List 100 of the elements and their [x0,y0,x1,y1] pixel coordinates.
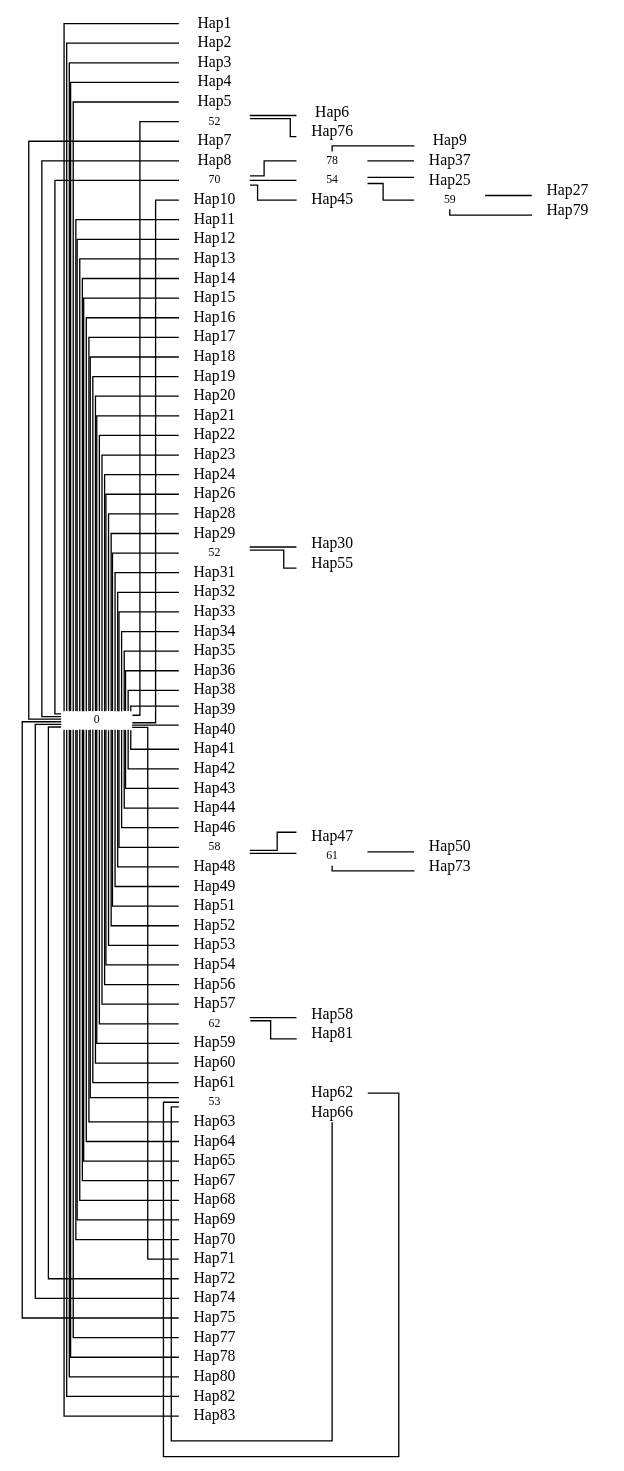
node-text: Hap33 [193,601,235,619]
node-text: Hap79 [546,200,588,218]
node-text: Hap32 [193,582,235,600]
connector [366,160,415,162]
node-text: Hap13 [193,248,235,266]
node-text: Hap66 [310,1102,353,1120]
connector [116,728,180,868]
node-text: Hap52 [193,915,235,933]
connector [330,865,415,872]
node-text: Hap44 [193,798,235,816]
node-text: Hap60 [193,1053,235,1071]
connector [130,724,179,726]
node-text: Hap58 [310,1004,353,1022]
node-text: Hap9 [432,131,467,149]
node-text: Hap35 [193,641,235,659]
connector [170,1106,333,1442]
node-text: Hap26 [193,484,235,502]
node-text: Hap64 [193,1131,235,1149]
connector [162,1092,399,1458]
node-text: Hap29 [193,523,235,541]
connector [366,182,415,201]
node-text: Hap19 [193,366,235,384]
node-text: Hap71 [193,1249,235,1267]
node-text: Hap23 [193,445,235,463]
node-text: 0 [93,713,100,727]
node-text: Hap28 [193,503,235,521]
node-text: Hap65 [193,1151,235,1169]
node-text: Hap8 [196,150,231,168]
connector [248,831,297,851]
node-text: Hap55 [310,553,353,571]
node-text: Hap73 [428,856,471,874]
node-text: Hap62 [310,1083,353,1101]
node-text: Hap5 [196,92,231,110]
node-text: Hap57 [193,994,235,1012]
connector [248,179,297,182]
node-text: Hap72 [193,1268,235,1286]
node-text: Hap30 [310,534,353,551]
node-text: Hap38 [193,680,235,698]
node-text: Hap51 [193,896,235,914]
node-text: Hap54 [193,955,235,973]
connector [249,1020,297,1040]
connector [366,851,415,853]
connector [127,689,179,712]
node-text: Hap39 [193,700,235,718]
node-text: Hap82 [193,1386,235,1404]
node-text: Hap31 [193,562,235,580]
node-text: Hap1 [196,13,231,31]
connector [120,630,179,712]
node-text: Hap69 [193,1209,235,1227]
node-text: Hap45 [310,190,353,208]
node-text: Hap14 [193,268,235,286]
node-text: Hap56 [193,974,235,992]
node-text: 54 [325,173,338,187]
connector [248,549,297,569]
connector [131,726,179,1260]
node-text: 70 [208,173,220,187]
node-text: Hap34 [193,621,235,639]
node-text: Hap59 [193,1033,235,1051]
connector [248,1017,297,1019]
node-text: Hap48 [193,856,235,874]
connector [123,650,179,712]
node-text: 52 [208,114,220,128]
node-text: Hap50 [428,837,471,855]
node-text: Hap75 [193,1308,235,1326]
connector [483,194,532,197]
connector [248,160,297,177]
node-text: Hap83 [193,1406,235,1424]
node-text: Hap22 [193,425,235,443]
node-text: Hap46 [193,817,235,835]
connector [248,546,297,548]
node-text: Hap80 [193,1366,235,1384]
node-text: Hap67 [193,1170,235,1188]
node-text: Hap3 [196,52,231,70]
connector [131,120,180,716]
node-text: Hap27 [546,180,588,198]
node-text: Hap74 [193,1288,235,1306]
node-text: Hap36 [193,660,235,678]
node-text: Hap37 [428,150,471,168]
node-text: 78 [325,153,338,167]
node-text: 52 [208,545,220,559]
connector [117,611,180,712]
node-text: Hap77 [193,1327,235,1345]
node-text: Hap41 [193,739,235,757]
connector [248,114,297,117]
connector [129,705,180,712]
node-text: Hap6 [314,102,349,120]
node-text: 53 [208,1095,220,1109]
node-text: Hap24 [193,464,235,482]
connector [124,670,179,712]
node-text: Hap53 [193,935,235,953]
node-text: Hap68 [193,1190,235,1208]
connector [127,729,179,770]
node-text: Hap63 [193,1111,235,1129]
node-text: Hap76 [310,122,353,140]
node-text: Hap10 [193,190,235,208]
connector [248,852,297,855]
node-text: Hap42 [193,758,235,776]
connector [248,184,297,201]
connector [113,572,180,712]
node-text: Hap81 [310,1024,353,1042]
